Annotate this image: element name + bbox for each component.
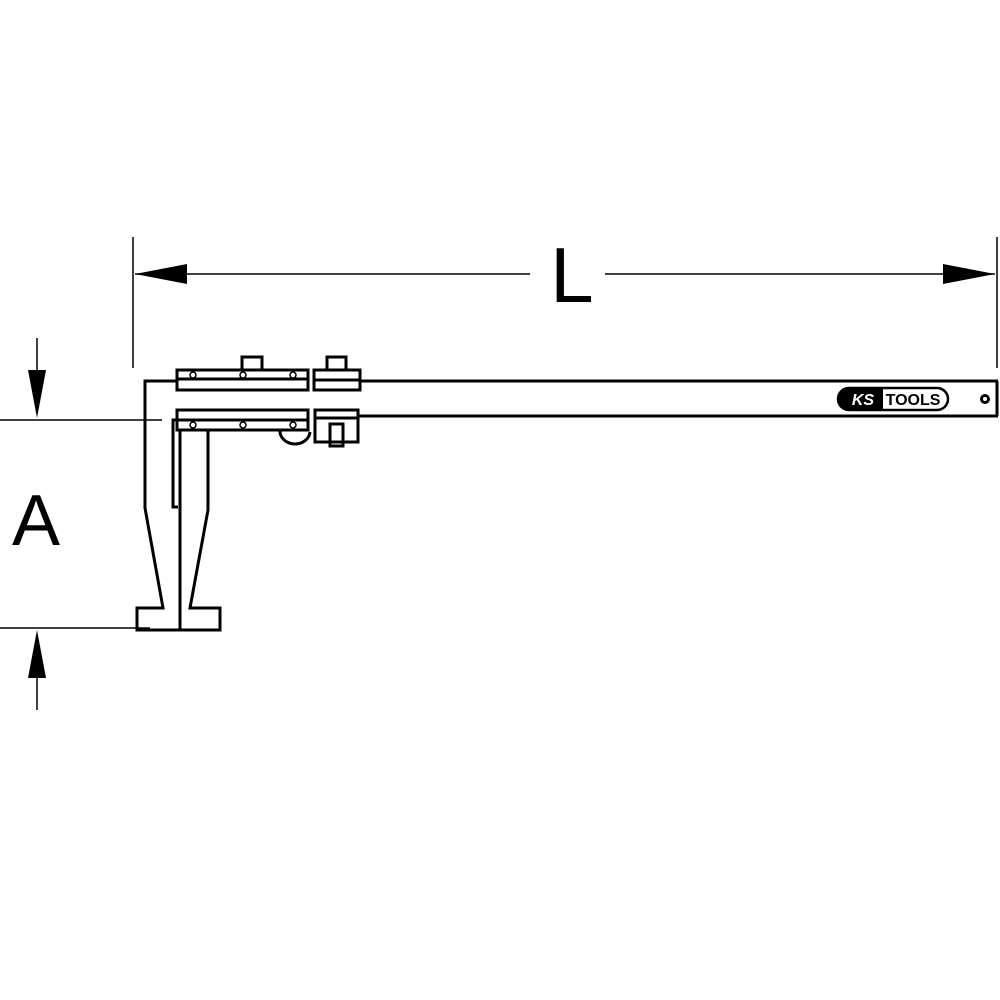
- hang-hole-icon: [980, 394, 990, 404]
- movable-jaw: [175, 408, 360, 632]
- dimension-a: A: [0, 338, 162, 710]
- svg-text:KS: KS: [852, 392, 875, 409]
- dimension-l: L: [132, 231, 998, 368]
- lock-screw-icon: [325, 355, 348, 372]
- arrow-down-icon: [28, 370, 46, 418]
- arrow-right-icon: [943, 264, 995, 284]
- caliper-beam: [358, 379, 999, 418]
- arrow-left-icon: [135, 264, 187, 284]
- height-label: A: [12, 481, 60, 561]
- upper-slider: [175, 355, 362, 392]
- length-label: L: [550, 231, 593, 319]
- arrow-up-icon: [28, 630, 46, 678]
- ks-tools-logo: KS TOOLS: [836, 386, 950, 412]
- fixed-jaw: [135, 379, 182, 632]
- svg-text:TOOLS: TOOLS: [886, 392, 941, 409]
- thumb-screw-icon: [240, 355, 264, 372]
